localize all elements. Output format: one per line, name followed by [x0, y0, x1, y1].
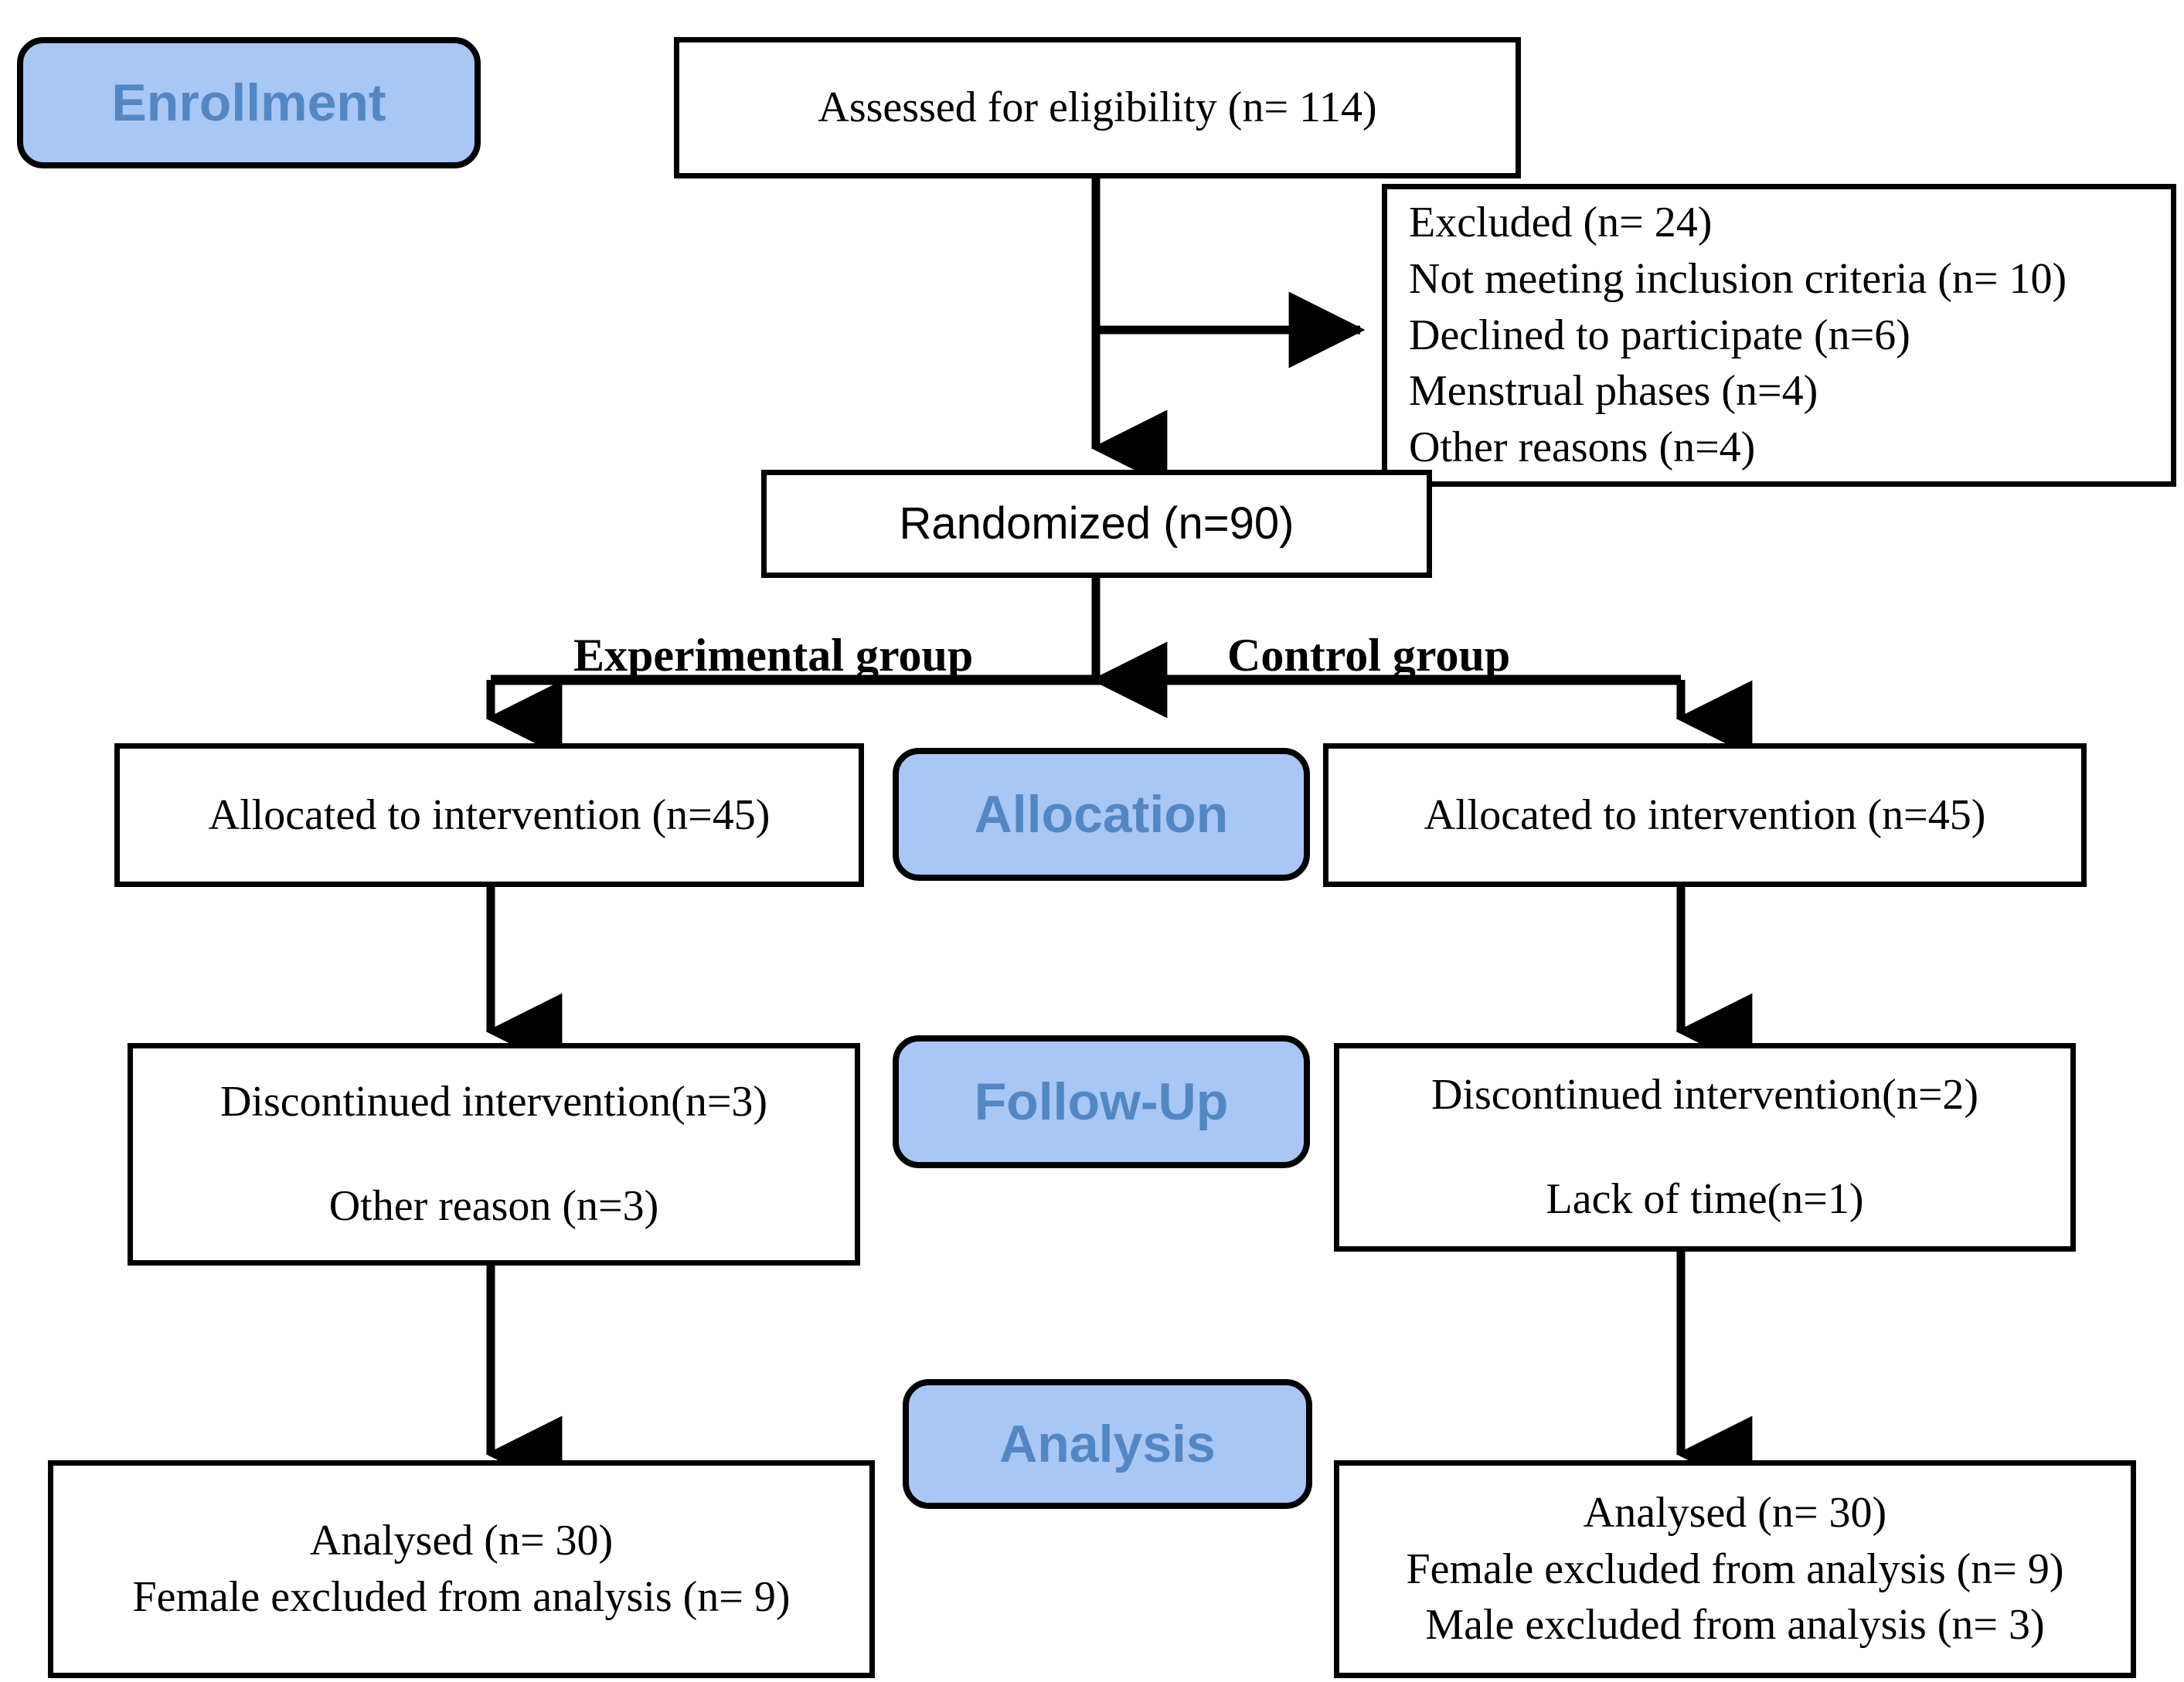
stage-label-analysis: Analysis [999, 1415, 1216, 1473]
box-allocated-experimental-line-1: Allocated to intervention (n=45) [208, 790, 771, 839]
box-randomized-line-1: Randomized (n=90) [899, 498, 1294, 549]
stage-label-followup: Follow-Up [974, 1072, 1229, 1131]
box-analysis-control-line-1: Analysed (n= 30) [1583, 1488, 1887, 1537]
group-label-experimental-text: Experimental group [573, 630, 974, 681]
box-assessed-for-eligibility: Assessed for eligibility (n= 114) [674, 37, 1521, 178]
box-excluded-line-5: Other reasons (n=4) [1409, 423, 1756, 472]
box-analysis-control-line-3: Male excluded from analysis (n= 3) [1425, 1601, 2045, 1650]
box-analysis-experimental: Analysed (n= 30) Female excluded from an… [48, 1460, 875, 1678]
group-label-experimental: Experimental group [573, 632, 973, 678]
stage-label-allocation: Allocation [974, 785, 1229, 844]
stage-badge-allocation: Allocation [893, 748, 1310, 881]
stage-badge-followup: Follow-Up [893, 1035, 1310, 1168]
box-allocated-control: Allocated to intervention (n=45) [1323, 743, 2087, 887]
stage-badge-analysis: Analysis [903, 1379, 1312, 1509]
box-analysis-control-line-2: Female excluded from analysis (n= 9) [1406, 1544, 2064, 1593]
box-followup-control: Discontinued intervention(n=2) Lack of t… [1334, 1043, 2076, 1252]
box-excluded: Excluded (n= 24) Not meeting inclusion c… [1382, 184, 2176, 487]
group-label-control-text: Control group [1227, 630, 1511, 681]
group-label-control: Control group [1227, 632, 1510, 678]
box-excluded-line-3: Declined to participate (n=6) [1409, 311, 1910, 359]
box-followup-experimental-line-2: Other reason (n=3) [328, 1182, 659, 1230]
box-allocated-control-line-1: Allocated to intervention (n=45) [1424, 790, 1986, 839]
box-followup-control-line-1: Discontinued intervention(n=2) [1430, 1071, 1979, 1120]
box-assessed-line-1: Assessed for eligibility (n= 114) [818, 83, 1377, 132]
box-followup-experimental-line-1: Discontinued intervention(n=3) [219, 1078, 768, 1126]
stage-badge-enrollment: Enrollment [17, 37, 481, 168]
box-randomized: Randomized (n=90) [761, 470, 1432, 578]
box-excluded-line-2: Not meeting inclusion criteria (n= 10) [1409, 254, 2067, 303]
box-followup-experimental: Discontinued intervention(n=3) Other rea… [128, 1043, 860, 1266]
box-analysis-experimental-line-1: Analysed (n= 30) [309, 1517, 614, 1565]
box-followup-control-line-2: Lack of time(n=1) [1546, 1175, 1864, 1223]
box-excluded-line-1: Excluded (n= 24) [1409, 199, 1713, 246]
box-allocated-experimental: Allocated to intervention (n=45) [114, 743, 864, 887]
box-excluded-line-4: Menstrual phases (n=4) [1409, 367, 1818, 416]
box-analysis-experimental-line-2: Female excluded from analysis (n= 9) [132, 1573, 791, 1621]
box-analysis-control: Analysed (n= 30) Female excluded from an… [1334, 1460, 2136, 1678]
stage-label-enrollment: Enrollment [111, 73, 386, 132]
